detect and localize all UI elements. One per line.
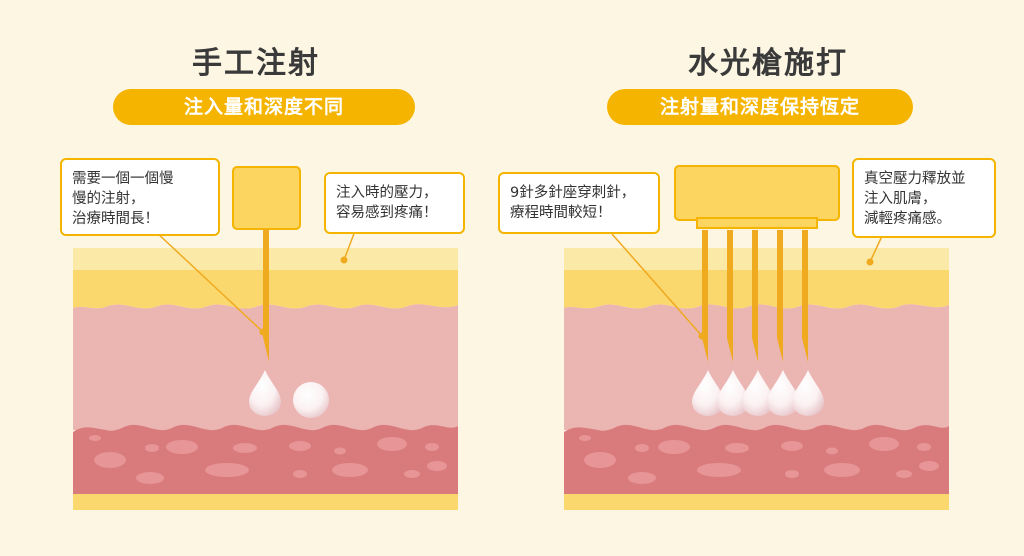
callout-short-time: 9針多針座穿刺針， 療程時間較短！ xyxy=(498,172,660,234)
panel-subtitle-badge: 注射量和深度保持恆定 xyxy=(607,89,913,125)
syringe-hub xyxy=(232,166,301,230)
injection-drops xyxy=(692,370,824,416)
base-strip xyxy=(73,494,458,510)
callout-pain-relief: 真空壓力釋放並 注入肌膚， 減輕疼痛感。 xyxy=(852,158,996,238)
panel-title: 手工注射 xyxy=(192,46,320,81)
injection-drop-round xyxy=(293,382,329,418)
needle-array xyxy=(702,230,808,362)
callout-pain: 注入時的壓力， 容易感到疼痛！ xyxy=(324,172,465,234)
injection-gun-panel: 水光槍施打 注射量和深度保持恆定 9針多針座穿刺針， 療程時間較短！ 真空壓力釋… xyxy=(498,0,1024,556)
tissue-spots xyxy=(89,435,447,484)
deep-skin-layer xyxy=(73,424,458,496)
needle-tip xyxy=(263,337,269,362)
tissue-spots xyxy=(579,435,939,484)
gun-head-base xyxy=(696,217,818,229)
gun-head xyxy=(674,165,840,221)
callout-connector-right xyxy=(869,235,883,263)
base-strip xyxy=(564,494,949,510)
dermis-layer xyxy=(73,304,458,430)
panel-title: 水光槍施打 xyxy=(688,46,848,81)
callout-connector-left xyxy=(154,230,264,333)
callout-connector-left xyxy=(611,233,703,337)
dermis-layer xyxy=(564,304,949,430)
skin-cross-section-gun xyxy=(564,165,949,510)
skin-cross-section-manual xyxy=(73,166,458,510)
injection-drop xyxy=(249,370,281,416)
manual-injection-panel: 手工注射 注入量和深度不同 需要一個一個慢 慢的注射， 治療時間長！ 注入時的壓… xyxy=(60,46,465,510)
syringe-needle xyxy=(263,229,269,337)
callout-connector-right xyxy=(343,230,356,261)
deep-skin-layer xyxy=(564,424,949,496)
panel-subtitle-badge: 注入量和深度不同 xyxy=(113,89,415,125)
callout-treatment-time: 需要一個一個慢 慢的注射， 治療時間長！ xyxy=(60,158,220,236)
